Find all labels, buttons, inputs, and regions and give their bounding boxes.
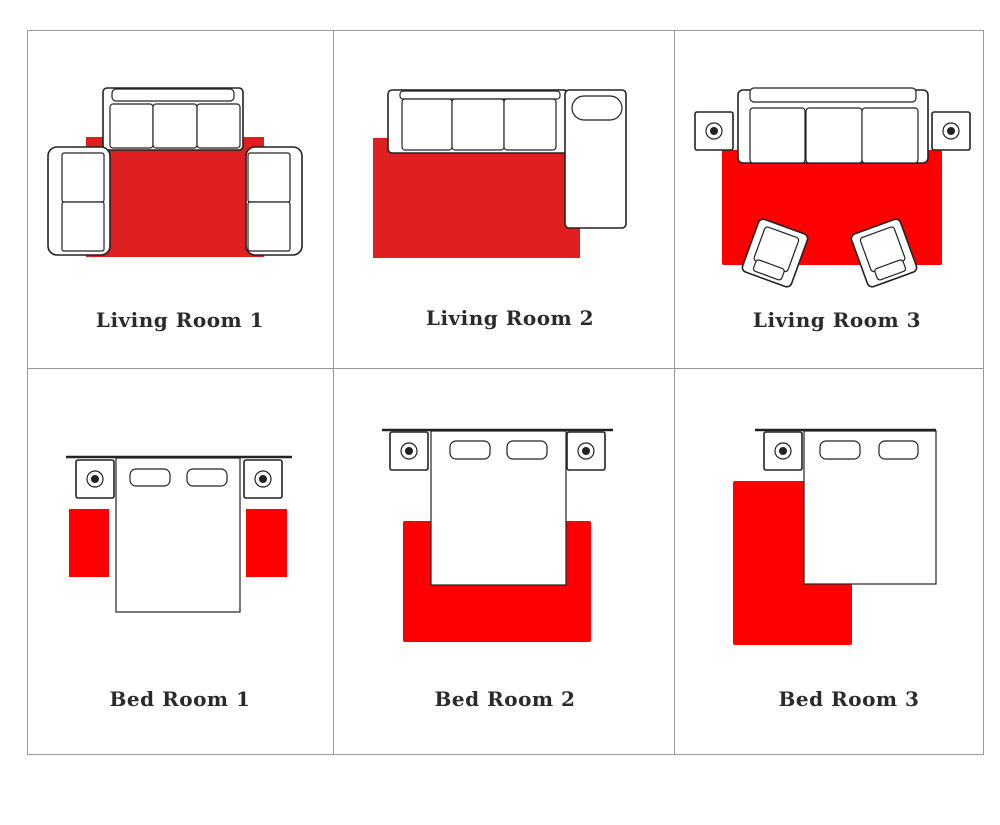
cell-label: Living Room 1 xyxy=(96,308,264,332)
living-room-2: Living Room 2 xyxy=(373,89,627,330)
cell-label: Living Room 2 xyxy=(426,306,594,330)
living-room-1: Living Room 1 xyxy=(47,87,303,332)
sofa xyxy=(102,87,244,151)
nightstand-right xyxy=(243,459,283,499)
bed-room-2: Bed Room 2 xyxy=(382,428,613,711)
nightstand-left xyxy=(75,459,115,499)
grid-lines xyxy=(27,30,984,755)
living-room-3: Living Room 3 xyxy=(694,87,971,332)
cell-label: Bed Room 3 xyxy=(779,687,920,711)
loveseat-left xyxy=(47,146,111,256)
bed-room-1: Bed Room 1 xyxy=(66,455,292,711)
nightstand-left xyxy=(389,431,429,471)
cell-label: Bed Room 2 xyxy=(435,687,576,711)
cell-label: Living Room 3 xyxy=(753,308,921,332)
bed-room-3: Bed Room 3 xyxy=(733,428,937,711)
nightstand-right xyxy=(566,431,606,471)
rug xyxy=(373,138,580,258)
rug-right xyxy=(246,509,287,577)
rug xyxy=(86,137,264,257)
side-table-right xyxy=(931,111,971,151)
loveseat-right xyxy=(245,146,303,256)
sofa xyxy=(737,87,929,164)
side-table-left xyxy=(694,111,734,151)
rug-left xyxy=(69,509,109,577)
sectional-sofa xyxy=(387,89,627,229)
nightstand xyxy=(763,431,803,471)
cell-label: Bed Room 1 xyxy=(110,687,251,711)
